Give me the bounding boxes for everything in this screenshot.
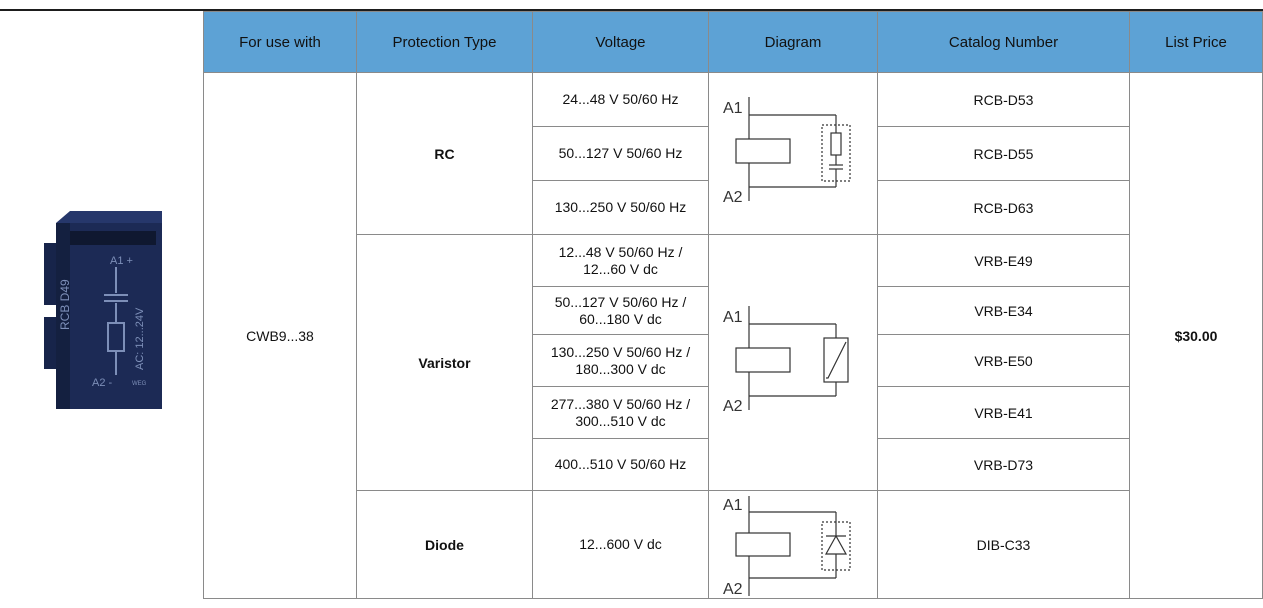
voltage-line-2: 300...510 V dc [575,412,666,429]
voltage-line-2: 60...180 V dc [579,310,662,327]
voltage-cell: 12...48 V 50/60 Hz / 12...60 V dc [532,234,709,287]
header-use-with: For use with [203,11,357,73]
header-catalog-number: Catalog Number [877,11,1130,73]
product-label-voltage: AC: 12...24V [134,307,146,370]
product-table: For use with Protection Type Voltage Dia… [203,11,1263,599]
rc-circuit-diagram: A1 A2 [723,96,851,206]
terminal-a2-label: A2 [723,581,743,598]
catalog-cell: VRB-E49 [877,234,1130,287]
header-list-price: List Price [1129,11,1263,73]
product-label-top: A1 + [110,255,133,267]
voltage-cell: 130...250 V 50/60 Hz / 180...300 V dc [532,334,709,387]
table-row: 50...127 V 50/60 Hz RCB-D55 [204,126,1263,181]
catalog-cell: VRB-E41 [877,386,1130,439]
table-row: Varistor 12...48 V 50/60 Hz / 12...60 V … [204,234,1263,491]
table-row: CWB9...38 RC 24...48 V 50/60 Hz A1 A2 [203,72,1263,599]
product-label-brand: WEG [132,381,147,387]
top-rule [0,9,1263,11]
voltage-line-2: 180...300 V dc [575,360,666,377]
protection-type-varistor: Varistor [356,234,533,491]
voltage-cell: 12...600 V dc [532,490,709,599]
table-row: 130...250 V 50/60 Hz / 180...300 V dc VR… [204,334,1263,387]
diagram-rc: A1 A2 [708,72,878,235]
catalog-cell: RCB-D55 [877,126,1130,181]
header-protection-type: Protection Type [356,11,533,73]
table-row: 277...380 V 50/60 Hz / 300...510 V dc VR… [204,386,1263,439]
voltage-line-1: 277...380 V 50/60 Hz / [550,395,691,412]
use-with-cell: CWB9...38 [203,72,357,599]
header-diagram: Diagram [708,11,878,73]
catalog-cell: RCB-D53 [877,72,1130,127]
voltage-cell: 277...380 V 50/60 Hz / 300...510 V dc [532,386,709,439]
diagram-diode: A1 A2 [708,490,878,599]
table-header-row: For use with Protection Type Voltage Dia… [203,11,1263,73]
voltage-cell: 130...250 V 50/60 Hz [532,180,709,235]
voltage-line-1: 130...250 V 50/60 Hz / [550,343,691,360]
catalog-cell: DIB-C33 [877,490,1130,599]
terminal-a1-label: A1 [723,497,743,514]
terminal-a2-label: A2 [723,189,743,206]
table-row: Diode 12...600 V dc A1 A2 [204,490,1263,599]
table-row: 50...127 V 50/60 Hz / 60...180 V dc VRB-… [204,286,1263,335]
catalog-cell: VRB-D73 [877,438,1130,491]
diode-circuit-diagram: A1 A2 [723,495,851,598]
voltage-cell: 50...127 V 50/60 Hz / 60...180 V dc [532,286,709,335]
voltage-cell: 400...510 V 50/60 Hz [532,438,709,491]
table-row: 130...250 V 50/60 Hz RCB-D63 [204,180,1263,235]
diagram-varistor: A1 A2 [708,234,878,491]
voltage-line-1: 12...48 V 50/60 Hz / [558,243,683,260]
voltage-line-1: 50...127 V 50/60 Hz / [554,293,687,310]
catalog-cell: VRB-E50 [877,334,1130,387]
voltage-cell: 24...48 V 50/60 Hz [532,72,709,127]
protection-type-rc: RC [356,72,533,235]
terminal-a2-label: A2 [723,398,743,415]
product-label-bottom: A2 - [92,377,113,389]
voltage-cell: 50...127 V 50/60 Hz [532,126,709,181]
voltage-line-2: 12...60 V dc [583,260,658,277]
terminal-a1-label: A1 [723,100,743,117]
varistor-circuit-diagram: A1 A2 [723,305,849,415]
product-label-model: RCB D49 [58,279,72,330]
terminal-a1-label: A1 [723,309,743,326]
catalog-cell: RCB-D63 [877,180,1130,235]
protection-type-diode: Diode [356,490,533,599]
list-price-cell: $30.00 [1129,72,1263,599]
product-image: A1 + RCB D49 AC: 12...24V A2 - WEG [30,205,170,420]
catalog-cell: VRB-E34 [877,286,1130,335]
header-voltage: Voltage [532,11,709,73]
